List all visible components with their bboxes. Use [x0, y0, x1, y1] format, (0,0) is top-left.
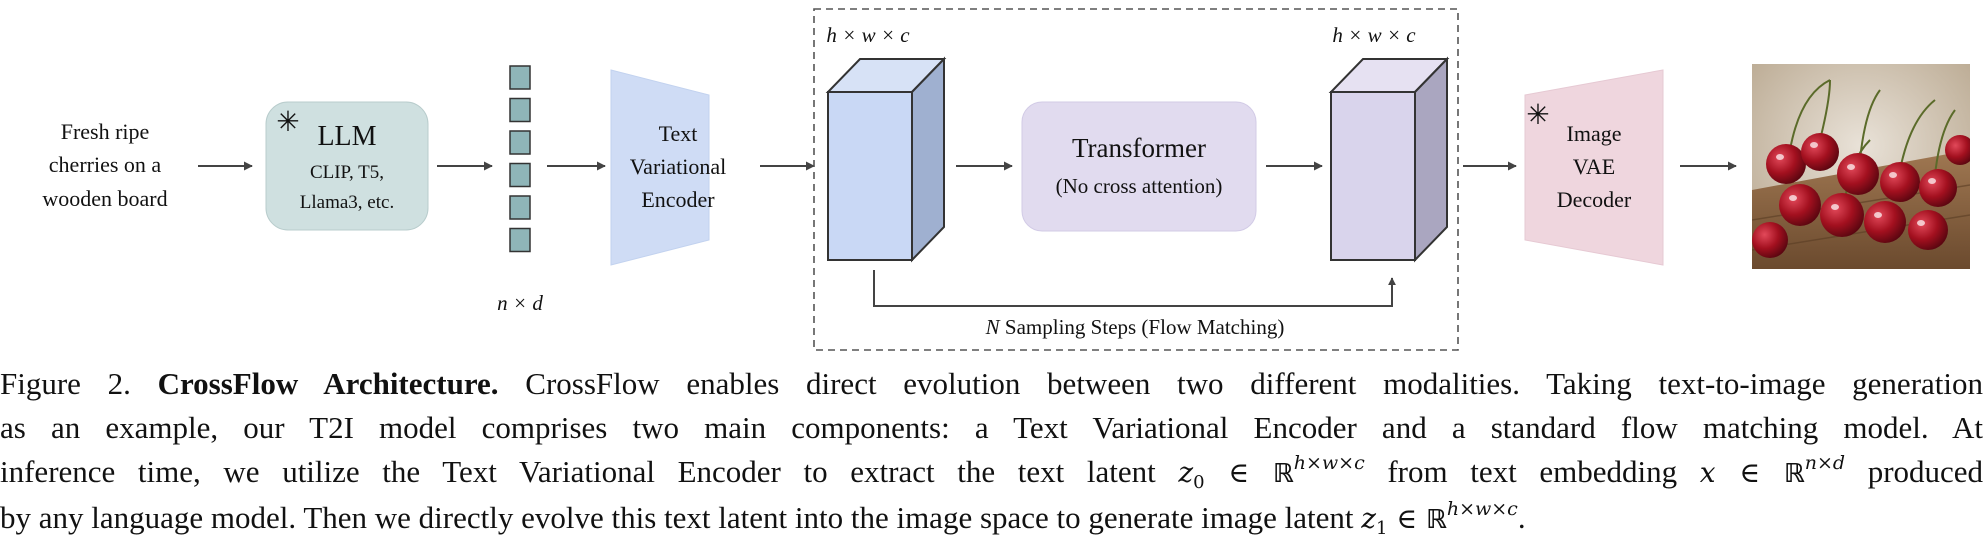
math-in: ∈ [1228, 456, 1250, 489]
math-z: z [1361, 502, 1376, 535]
math-z1-in-R: z1 ∈ ℝh×w×c [1361, 500, 1518, 538]
caption-line-3c: produced [1867, 454, 1984, 489]
embedding-dims-label: n × d [497, 291, 543, 315]
math-in: ∈ [1396, 502, 1418, 535]
math-sup-hwc: h×w×c [1446, 498, 1518, 520]
llm-box [265, 101, 429, 231]
sampling-loop-arrow [873, 270, 1396, 307]
embedding-token-3 [509, 130, 531, 155]
figure-label: Figure 2. [0, 366, 131, 401]
right-cube-front [1330, 91, 1416, 261]
text-variational-encoder: Text Variational Encoder [610, 69, 727, 266]
math-x: x [1699, 456, 1716, 489]
caption-line-3: inference time, we utilize the Text Vari… [0, 450, 1983, 496]
transformer-sub: (No cross attention) [1056, 174, 1223, 198]
math-z0-in-R: z0 ∈ ℝh×w×c [1178, 454, 1364, 492]
caption-line-3a: inference time, we utilize the Text Vari… [0, 454, 1156, 489]
decoder-line-3: Decoder [1557, 187, 1632, 212]
text-latent-cube: h × w × c [825, 23, 947, 263]
math-z: z [1178, 456, 1194, 489]
llm-block: ✳ LLM CLIP, T5, Llama3, etc. [265, 101, 429, 231]
decoder-line-2: VAE [1573, 154, 1615, 179]
embedding-token-2 [509, 97, 531, 123]
embedding-token-4 [509, 162, 531, 188]
embedding-token-5 [509, 195, 531, 220]
caption-line-2: as an example, our T2I model comprises t… [0, 410, 1983, 445]
math-sup-nd: n×d [1804, 452, 1846, 474]
encoder-trapezoid [610, 69, 710, 266]
llm-sub-1: CLIP, T5, [310, 162, 384, 183]
caption-line-1-text: CrossFlow enables direct evolution betwe… [525, 366, 1984, 401]
encoder-line-2: Variational [630, 154, 727, 179]
left-cube-front [827, 91, 913, 261]
llm-title: LLM [317, 121, 376, 152]
input-prompt: Fresh ripe cherries on a wooden board [42, 119, 167, 211]
crossflow-architecture-diagram: Fresh ripe cherries on a wooden board ✳ … [42, 8, 1970, 351]
encoder-line-1: Text [659, 121, 698, 146]
caption-line-1: Figure 2. CrossFlow Architecture. CrossF… [0, 362, 1983, 406]
prompt-line-1: Fresh ripe [61, 119, 150, 144]
math-sub-1: 1 [1376, 518, 1388, 539]
text-embedding-stack [509, 65, 531, 253]
transformer-box [1021, 101, 1257, 232]
embedding-token-1 [509, 65, 531, 90]
decoder-trapezoid [1524, 69, 1664, 266]
caption-line-4: by any language model. Then we directly … [0, 496, 1983, 542]
image-vae-decoder: ✳ Image VAE Decoder [1524, 69, 1664, 266]
math-R: ℝ [1426, 505, 1447, 535]
decoder-line-1: Image [1567, 121, 1622, 146]
math-R: ℝ [1272, 459, 1294, 489]
caption-line-4a: by any language model. Then we directly … [0, 500, 1354, 535]
figure-caption: Figure 2. CrossFlow Architecture. CrossF… [0, 362, 1983, 542]
transformer-block: Transformer (No cross attention) [1021, 101, 1257, 232]
caption-line-4-end: . [1517, 500, 1526, 535]
math-in: ∈ [1739, 456, 1761, 489]
transformer-title: Transformer [1072, 133, 1206, 163]
image-latent-cube: h × w × c [1328, 23, 1450, 263]
right-latent-dims-label: h × w × c [1332, 23, 1416, 47]
left-latent-dims-label: h × w × c [826, 23, 910, 47]
llm-sub-2: Llama3, etc. [300, 192, 394, 213]
right-cube-side [1414, 56, 1448, 263]
caption-line-3b: from text embedding [1387, 454, 1678, 489]
left-cube-side [911, 56, 945, 263]
math-R: ℝ [1783, 459, 1805, 489]
caption-bold-title: CrossFlow Architecture. [157, 366, 499, 401]
prompt-line-2: cherries on a [49, 152, 162, 177]
output-image-cherries [1752, 64, 1970, 269]
embedding-token-6 [509, 227, 531, 253]
prompt-line-3: wooden board [42, 186, 167, 211]
math-x-in-R: x ∈ ℝn×d [1699, 454, 1845, 490]
frozen-snowflake-icon: ✳ [1526, 100, 1549, 131]
encoder-line-3: Encoder [641, 187, 715, 212]
sampling-loop-label: N Sampling Steps (Flow Matching) [985, 315, 1285, 339]
math-sup-hwc: h×w×c [1293, 452, 1365, 474]
frozen-snowflake-icon: ✳ [276, 107, 299, 138]
math-sub-0: 0 [1193, 472, 1205, 493]
